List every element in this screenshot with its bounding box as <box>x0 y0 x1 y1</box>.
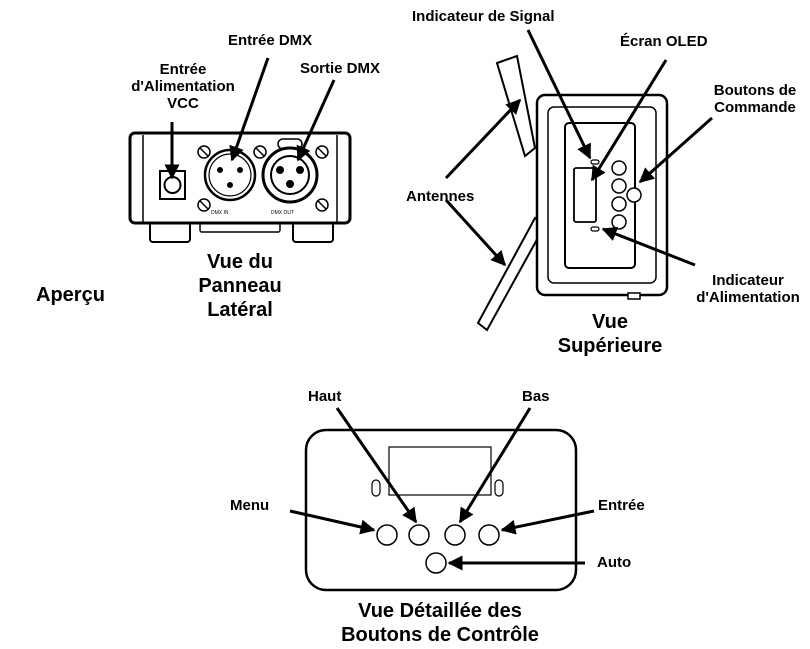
control-led-right <box>494 479 504 497</box>
top-button-1 <box>611 160 627 176</box>
top-signal-led <box>590 159 600 165</box>
dmx-in-print: DMX IN <box>211 210 229 216</box>
arrow-up <box>335 407 418 524</box>
arrow-dmx-out <box>296 79 336 162</box>
label-up: Haut <box>308 388 342 405</box>
control-button-auto <box>425 552 447 574</box>
label-enter: Entrée <box>598 497 645 514</box>
arrow-dmx-in <box>229 57 270 162</box>
dc-jack-socket <box>163 176 182 194</box>
label-power-indicator: Indicateur d'Alimentation <box>696 272 800 306</box>
arrow-enter <box>500 509 595 535</box>
dmx-out-print: DMX OUT <box>271 210 295 216</box>
arrow-antenna-bottom <box>444 198 507 267</box>
top-view-device <box>476 54 669 332</box>
control-detail-device <box>304 428 578 592</box>
label-dc-power: Entrée d'Alimentation VCC <box>131 61 235 112</box>
side-screws <box>197 145 329 212</box>
label-auto: Auto <box>597 554 632 571</box>
caption-top-view: Vue Supérieure <box>557 311 663 357</box>
caption-control-detail: Vue Détaillée des Boutons de Contrôle <box>341 600 539 646</box>
arrow-antenna-top <box>444 98 522 180</box>
control-detail-arrows <box>289 407 595 571</box>
top-button-4 <box>611 214 627 230</box>
control-button-menu <box>376 524 398 546</box>
side-panel-arrows <box>164 57 336 180</box>
label-signal-indicator: Indicateur de Signal <box>412 8 555 25</box>
label-oled-screen: Écran OLED <box>620 33 708 50</box>
label-command-buttons: Boutons de Commande <box>713 82 797 116</box>
top-button-3 <box>611 196 627 212</box>
caption-side-panel: Vue du Panneau Latéral <box>198 251 282 321</box>
control-oled-screen <box>388 446 492 496</box>
arrow-down <box>458 407 532 524</box>
antenna-bottom <box>476 216 547 332</box>
side-panel-device <box>128 131 352 243</box>
label-menu: Menu <box>230 497 270 514</box>
arrow-oled <box>590 59 668 182</box>
arrow-signal <box>526 29 592 160</box>
label-overview: Aperçu <box>36 284 105 306</box>
arrow-menu <box>289 509 376 535</box>
top-oled-screen <box>573 167 597 223</box>
top-view-arrows <box>444 29 713 267</box>
top-button-5 <box>626 187 642 203</box>
control-button-enter <box>478 524 500 546</box>
control-led-left <box>371 479 381 497</box>
label-down: Bas <box>522 388 550 405</box>
arrow-buttons <box>638 116 713 184</box>
top-button-2 <box>611 178 627 194</box>
label-dmx-out: Sortie DMX <box>300 60 381 77</box>
top-power-led <box>590 226 600 232</box>
control-panel-body <box>304 428 578 592</box>
arrow-power-indicator <box>601 226 696 267</box>
control-button-down <box>444 524 466 546</box>
label-dmx-in: Entrée DMX <box>228 32 313 49</box>
control-button-up <box>408 524 430 546</box>
label-antennas: Antennes <box>406 188 475 205</box>
